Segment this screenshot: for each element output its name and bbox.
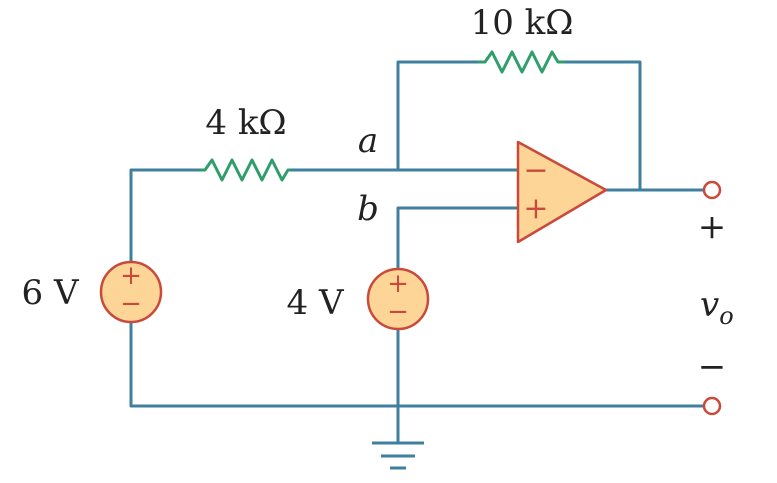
op-amp: − + xyxy=(516,140,608,244)
wire-node-b xyxy=(396,206,520,272)
ground-icon xyxy=(372,441,424,470)
source-6v-minus: − xyxy=(120,289,142,319)
source-6v-plus: + xyxy=(120,261,142,291)
label-output-voltage: vo xyxy=(700,285,734,330)
source-4v-minus: − xyxy=(387,297,409,327)
resistor-4k xyxy=(200,158,292,182)
label-6v: 6 V xyxy=(22,273,80,313)
bottom-rail-wire xyxy=(129,320,706,408)
label-output-minus: − xyxy=(698,347,727,387)
label-4v: 4 V xyxy=(287,283,345,323)
source-4v-plus: + xyxy=(387,269,409,299)
voltage-source-6v: + − xyxy=(99,260,163,324)
resistor-10k xyxy=(478,50,565,74)
feedback-wire-right xyxy=(563,60,642,192)
label-vo-sub: o xyxy=(719,302,733,330)
label-output-plus: + xyxy=(698,207,727,247)
label-node-a: a xyxy=(358,121,378,161)
output-terminal-bottom xyxy=(702,396,722,416)
label-10k: 10 kΩ xyxy=(471,3,574,43)
voltage-source-4v: + − xyxy=(366,267,430,331)
output-terminal-top xyxy=(702,180,722,200)
opamp-minus-sign: − xyxy=(523,153,548,188)
label-vo-main: v xyxy=(700,285,719,325)
left-source-top-wire xyxy=(129,168,202,264)
feedback-wire-left xyxy=(396,60,480,172)
opamp-plus-sign: + xyxy=(523,191,548,226)
label-4k: 4 kΩ xyxy=(205,103,286,143)
label-node-b: b xyxy=(357,189,379,229)
